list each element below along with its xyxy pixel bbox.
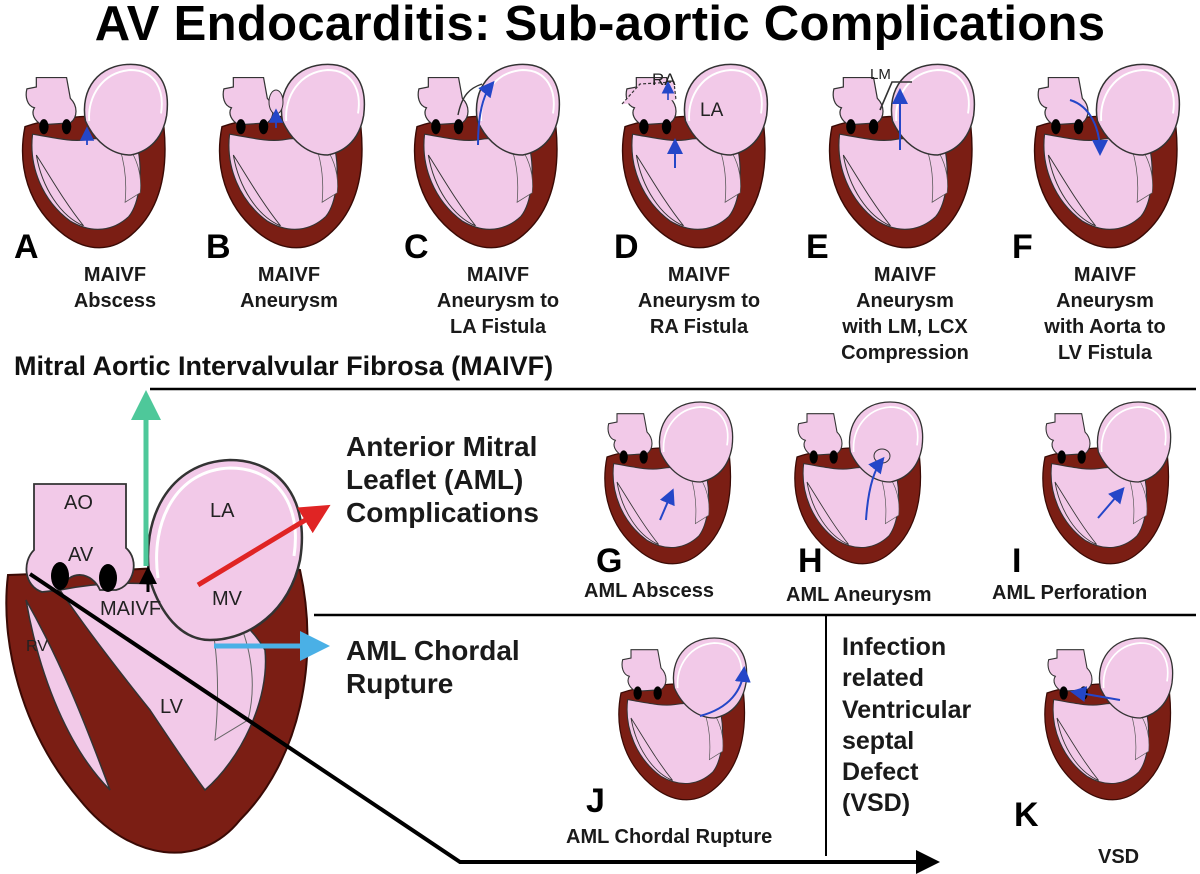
panel-letter-g: G [596, 542, 623, 580]
panel-letter-k: K [1014, 796, 1039, 834]
heart-panel-f [1033, 63, 1181, 249]
heart-panel-d [621, 63, 769, 249]
chordal-heading: AML Chordal Rupture [346, 635, 520, 700]
figure-title: AV Endocarditis: Sub-aortic Complication… [94, 0, 1106, 51]
caption-k: VSD [1098, 846, 1140, 868]
heart-panel-e [828, 63, 976, 249]
caption-f: MAIVF Aneurysm with Aorta to LV Fistula [1044, 264, 1166, 364]
caption-g: AML Abscess [584, 580, 715, 602]
caption-i: AML Perforation [992, 582, 1148, 604]
panel-letter-c: C [404, 228, 429, 266]
maivf-header: Mitral Aortic Intervalvular Fibrosa (MAI… [14, 351, 554, 381]
big-label-mv: MV [212, 588, 242, 610]
heart-panel-g [603, 401, 734, 565]
panel-letter-d: D [614, 228, 639, 266]
panel-letter-i: I [1012, 542, 1022, 580]
caption-c: MAIVF Aneurysm to LA Fistula [436, 264, 560, 338]
heart-panel-a [21, 63, 169, 249]
caption-d: MAIVF Aneurysm to RA Fistula [637, 264, 761, 338]
label-d-la: LA [700, 100, 724, 121]
aml-heading: Anterior Mitral Leaflet (AML) Complicati… [346, 431, 539, 529]
panel-letter-a: A [14, 228, 39, 266]
panel-letter-h: H [798, 542, 823, 580]
panel-letter-j: J [586, 782, 605, 820]
caption-e: MAIVF Aneurysm with LM, LCX Compression [841, 264, 969, 364]
heart-panel-h [793, 401, 924, 565]
caption-j: AML Chordal Rupture [566, 826, 773, 848]
caption-b: MAIVF Aneurysm [240, 264, 338, 312]
panel-letter-e: E [806, 228, 829, 266]
heart-panel-i [1041, 401, 1172, 565]
big-label-lv: LV [160, 696, 183, 718]
big-heart [5, 458, 309, 854]
vsd-heading: Infection related Ventricular septal Def… [842, 633, 972, 818]
heart-panel-c [413, 63, 561, 249]
black-vsd-arrow [28, 572, 940, 874]
heart-panel-k [1043, 637, 1174, 801]
big-label-maivf: MAIVF [100, 598, 162, 620]
caption-a: MAIVF Abscess [73, 264, 157, 312]
heart-panel-b [218, 63, 366, 249]
big-label-ao: AO [64, 492, 93, 514]
red-arrow [196, 504, 331, 588]
panel-letter-b: B [206, 228, 231, 266]
label-d-ra: RA [652, 70, 676, 89]
panel-letter-f: F [1012, 228, 1033, 266]
big-label-rv: RV [26, 638, 48, 655]
caption-h: AML Aneurysm [786, 584, 932, 606]
big-label-av: AV [68, 544, 94, 566]
label-e-lm: LM [870, 66, 891, 83]
big-label-la: LA [210, 500, 235, 522]
heart-panel-j [617, 637, 751, 801]
